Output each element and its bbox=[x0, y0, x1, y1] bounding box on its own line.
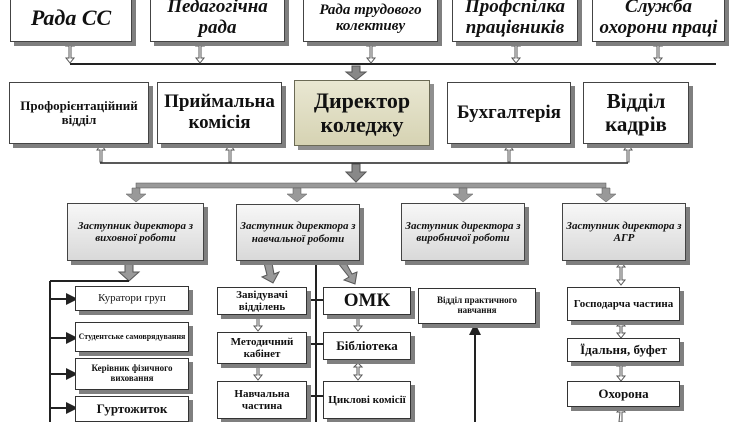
deputy-educational-box: Заступник директора з виховної роботи bbox=[67, 203, 204, 261]
deputy-production-box: Заступник директора з виробничої роботи bbox=[401, 203, 525, 261]
pedagogical-council-box: Педагогічна рада bbox=[150, 0, 285, 42]
career-guidance-label: Профорієнтаційний відділ bbox=[20, 97, 138, 127]
sports-council-box: Рада СС bbox=[10, 0, 132, 42]
pe-head-label: Керівник фізичного виховання bbox=[91, 363, 173, 383]
trade-union-label: Профспілка працівників bbox=[464, 0, 566, 38]
academic-office-box: Навчальна частина bbox=[217, 381, 307, 419]
omk-label: ОМК bbox=[343, 289, 391, 311]
hr-department-box: Відділ кадрів bbox=[583, 82, 689, 144]
cycle-commissions-label: Циклові комісії bbox=[328, 393, 406, 406]
student-government-label: Студентське самоврядування bbox=[78, 331, 186, 341]
admission-committee-box: Приймальна комісія bbox=[157, 82, 282, 144]
deputy-academic-label: Заступник директора з навчальної роботи bbox=[240, 220, 356, 245]
career-guidance-box: Профорієнтаційний відділ bbox=[9, 82, 149, 144]
accounting-label: Бухгалтерія bbox=[457, 101, 561, 123]
security-label: Охорона bbox=[598, 385, 649, 401]
trade-union-box: Профспілка працівників bbox=[452, 0, 578, 42]
department-heads-label: Завідувачі відділень bbox=[236, 288, 288, 313]
pe-head-box: Керівник фізичного виховання bbox=[75, 358, 189, 390]
labor-safety-box: Служба охорони праці bbox=[592, 0, 725, 42]
labor-safety-label: Служба охорони праці bbox=[599, 0, 718, 38]
labor-council-label: Рада трудового колективу bbox=[319, 1, 422, 35]
student-government-box: Студентське самоврядування bbox=[75, 322, 189, 352]
omk-box: ОМК bbox=[323, 287, 411, 315]
hr-department-label: Відділ кадрів bbox=[605, 88, 667, 136]
labor-council-box: Рада трудового колективу bbox=[303, 0, 438, 42]
dormitory-box: Гуртожиток bbox=[75, 396, 189, 422]
deputy-admin-box: Заступник директора з АГР bbox=[562, 203, 686, 261]
deputy-academic-box: Заступник директора з навчальної роботи bbox=[236, 204, 360, 261]
deputy-admin-label: Заступник директора з АГР bbox=[566, 219, 682, 244]
admission-committee-label: Приймальна комісія bbox=[164, 91, 275, 133]
household-label: Господарча частина bbox=[573, 297, 674, 310]
practical-training-label: Відділ практичного навчання bbox=[436, 295, 517, 315]
academic-office-label: Навчальна частина bbox=[234, 387, 290, 412]
methodical-office-box: Методичний кабінет bbox=[217, 332, 307, 364]
canteen-label: Їдальня, буфет bbox=[580, 341, 667, 357]
practical-training-box: Відділ практичного навчання bbox=[418, 288, 536, 324]
security-box: Охорона bbox=[567, 381, 680, 407]
director-box: Директор коледжу bbox=[294, 80, 430, 146]
department-heads-box: Завідувачі відділень bbox=[217, 287, 307, 315]
group-curators-box: Куратори груп bbox=[75, 286, 189, 311]
pedagogical-council-label: Педагогічна рада bbox=[167, 0, 268, 38]
methodical-office-label: Методичний кабінет bbox=[230, 335, 294, 360]
household-box: Господарча частина bbox=[567, 287, 680, 321]
director-label: Директор коледжу bbox=[313, 87, 411, 137]
deputy-production-label: Заступник директора з виробничої роботи bbox=[405, 219, 521, 244]
sports-council-label: Рада СС bbox=[30, 4, 112, 30]
dormitory-label: Гуртожиток bbox=[96, 400, 168, 416]
group-curators-label: Куратори груп bbox=[98, 292, 166, 305]
library-box: Бібліотека bbox=[323, 332, 411, 360]
accounting-box: Бухгалтерія bbox=[447, 82, 571, 144]
canteen-box: Їдальня, буфет bbox=[567, 338, 680, 362]
library-label: Бібліотека bbox=[336, 337, 398, 353]
cycle-commissions-box: Циклові комісії bbox=[323, 381, 411, 419]
deputy-educational-label: Заступник директора з виховної роботи bbox=[77, 219, 194, 244]
